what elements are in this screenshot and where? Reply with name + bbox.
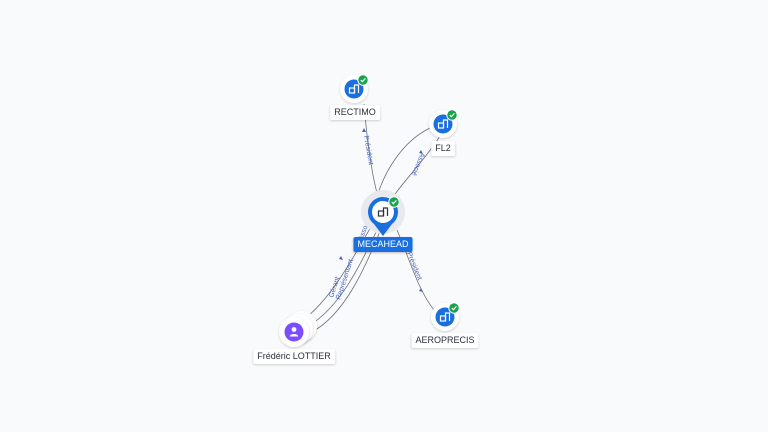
building-icon (437, 119, 449, 129)
label-aeroprecis[interactable]: AEROPRECIS (411, 333, 479, 348)
building-icon (348, 84, 360, 94)
edge-label-rectimo: Président (362, 135, 374, 165)
node-aeroprecis[interactable] (431, 302, 460, 331)
arrow-fl2 (419, 150, 423, 154)
node-rectimo[interactable] (340, 74, 369, 103)
edge-arrows (339, 128, 423, 292)
edge-person-a (302, 224, 373, 321)
person-icon (289, 327, 299, 337)
label-rectimo[interactable]: RECTIMO (330, 105, 380, 120)
edge-label-aeroprecis: Président (405, 251, 423, 281)
node-center[interactable] (361, 190, 405, 236)
check-badge-icon (357, 74, 369, 86)
node-person[interactable] (279, 311, 317, 347)
building-icon (377, 207, 389, 217)
arrow-rectimo (362, 128, 366, 132)
building-icon (439, 312, 451, 322)
node-fl2[interactable] (429, 109, 458, 138)
check-badge-icon (448, 302, 460, 314)
arrow-aeroprecis (419, 288, 423, 292)
check-badge-icon (446, 109, 458, 121)
arrow-person (339, 256, 343, 260)
check-badge-icon (388, 196, 400, 208)
label-fl2[interactable]: FL2 (431, 141, 455, 156)
edge-label-fl2: Associé (410, 151, 426, 176)
label-center[interactable]: MECAHEAD (353, 237, 413, 252)
label-person[interactable]: Frédéric LOTTIER (253, 349, 335, 364)
